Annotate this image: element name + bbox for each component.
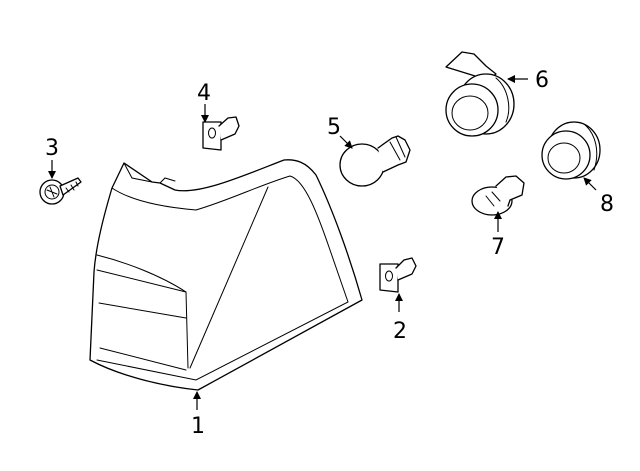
bulb-large [339, 135, 411, 187]
callout-8: 8 [600, 192, 614, 217]
screw [39, 177, 82, 205]
callout-1: 1 [191, 414, 205, 439]
tail-lamp-housing [89, 159, 363, 391]
callout-6: 6 [535, 68, 549, 93]
leader-8 [583, 177, 597, 191]
callout-5: 5 [327, 115, 341, 140]
callout-7: 7 [491, 235, 505, 260]
bulb-socket-small [541, 121, 601, 180]
leader-5 [339, 135, 353, 149]
callout-2: 2 [393, 319, 407, 344]
bulb-socket-large [445, 51, 515, 137]
callout-4: 4 [197, 81, 211, 106]
push-clip-upper [202, 116, 240, 151]
callout-3: 3 [45, 136, 59, 161]
bulb-small [471, 175, 525, 216]
push-clip-lower [379, 257, 417, 293]
